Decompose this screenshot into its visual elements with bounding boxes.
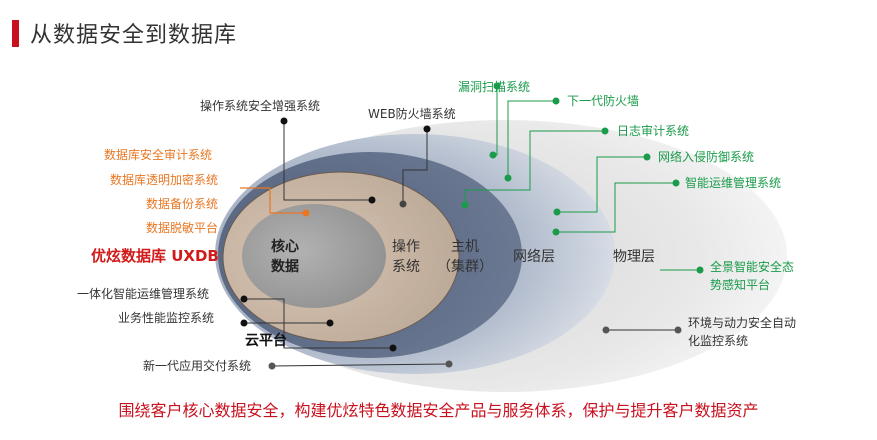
ops-label-line1: 操作	[392, 239, 420, 255]
log-audit-connector	[464, 130, 605, 205]
ips-connector	[557, 156, 647, 213]
physical-label: 物理层	[613, 249, 655, 265]
ops-mgmt-end-dot	[552, 228, 560, 236]
ngfw-connector	[507, 100, 556, 178]
perf-monitor-label: 业务性能监控系统	[118, 310, 214, 325]
host-label-line2: （集群）	[437, 258, 493, 275]
env-monitor-end-dot	[674, 326, 682, 334]
web-firewall-connector	[402, 129, 428, 204]
vuln-scan-dot	[493, 82, 501, 90]
title-accent-bar	[12, 20, 19, 47]
page-title: 从数据安全到数据库	[30, 23, 238, 48]
situational-label-line2: 势感知平台	[710, 277, 770, 292]
integrated-ops-dot	[240, 295, 248, 303]
web-firewall-dot	[423, 125, 431, 133]
env-monitor-dot	[602, 326, 610, 334]
integrated-ops-end-dot	[389, 344, 397, 352]
ngfw-label: 下一代防火墙	[567, 93, 639, 108]
db-audit-label: 数据库安全审计系统	[104, 147, 212, 162]
footer-tagline: 围绕客户核心数据安全，构建优炫特色数据安全产品与服务体系，保护与提升客户数据资产	[118, 401, 759, 420]
os-enhance-connector	[283, 121, 372, 201]
situational-dot	[696, 266, 704, 274]
web-firewall-label: WEB防火墙系统	[368, 106, 456, 121]
web-firewall-end-dot	[399, 200, 407, 208]
brand-label: 优炫数据库 UXDB	[91, 247, 219, 265]
situational-label-line1: 全景智能安全态	[710, 259, 794, 274]
log-audit-end-dot	[461, 201, 469, 209]
ngfw-dot	[552, 97, 560, 105]
os-enhance-label: 操作系统安全增强系统	[200, 98, 320, 113]
ngfw-end-dot	[504, 174, 512, 182]
core-layer	[242, 204, 386, 308]
env-monitor-label-line1: 环境与动力安全自动	[688, 315, 796, 330]
os-enhance-dot	[280, 117, 288, 125]
ops-mgmt-label: 智能运维管理系统	[685, 175, 781, 190]
masking-label: 数据脱敏平台	[146, 220, 218, 235]
orange-end-dot	[302, 209, 310, 217]
ops-label-line2: 系统	[392, 259, 420, 275]
db-encrypt-label: 数据库透明加密系统	[110, 172, 218, 187]
perf-monitor-end-dot	[326, 319, 334, 327]
orange-connector	[240, 187, 306, 214]
vuln-scan-end-dot	[489, 151, 497, 159]
os-enhance-end-dot	[368, 196, 376, 204]
log-audit-dot	[601, 127, 609, 135]
backup-label: 数据备份系统	[146, 196, 218, 211]
app-delivery-label: 新一代应用交付系统	[143, 358, 251, 373]
app-delivery-dot	[268, 362, 276, 370]
cloud-platform-label: 云平台	[245, 332, 287, 349]
network-label: 网络层	[513, 249, 555, 265]
core-label-line1: 核心	[271, 238, 299, 255]
ips-dot	[643, 153, 651, 161]
env-monitor-label-line2: 化监控系统	[688, 334, 748, 348]
host-label-line1: 主机	[451, 239, 479, 255]
ops-mgmt-connector	[556, 182, 676, 233]
integrated-ops-label: 一体化智能运维管理系统	[77, 286, 209, 301]
app-delivery-connector	[271, 363, 450, 367]
app-delivery-end-dot	[445, 360, 453, 368]
ips-end-dot	[553, 208, 561, 216]
perf-monitor-dot	[240, 319, 248, 327]
ips-label: 网络入侵防御系统	[658, 149, 754, 164]
log-audit-label: 日志审计系统	[617, 123, 689, 138]
core-label-line2: 数据	[271, 258, 299, 275]
ops-mgmt-dot	[672, 179, 680, 187]
